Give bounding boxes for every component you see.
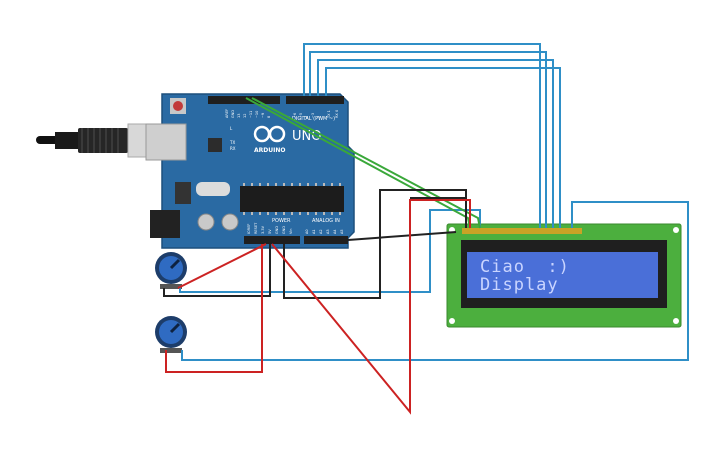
svg-text:~11: ~11 xyxy=(249,111,253,118)
svg-text:~9: ~9 xyxy=(261,113,265,118)
svg-text:12: 12 xyxy=(243,114,247,118)
lcd-pin-header[interactable] xyxy=(462,228,582,234)
rx-led-label: RX xyxy=(230,146,236,151)
svg-text:A1: A1 xyxy=(312,229,316,234)
power-pin-labels: IOREF RESET 3.3V 5V GND GND Vin xyxy=(247,222,293,234)
arduino-uno-board[interactable]: UNO ARDUINO DIGITAL (PWM ~) POWER ANALOG… xyxy=(145,93,355,249)
svg-text:RX 0: RX 0 xyxy=(335,110,339,118)
lcd-16x2-module[interactable]: Ciao :) Display xyxy=(446,223,682,328)
svg-text:RESET: RESET xyxy=(254,222,258,234)
tx-led-label: TX xyxy=(229,140,235,145)
atmega-chip xyxy=(240,186,344,212)
svg-text:~10: ~10 xyxy=(255,111,259,118)
svg-text:~6: ~6 xyxy=(293,113,297,118)
svg-text:AREF: AREF xyxy=(225,109,229,118)
analog-header[interactable] xyxy=(304,236,348,244)
svg-text:A3: A3 xyxy=(326,229,330,234)
svg-text:GND: GND xyxy=(231,110,235,118)
svg-text:8: 8 xyxy=(267,116,271,118)
svg-text:~5: ~5 xyxy=(299,113,303,118)
lcd-line-1: Ciao :) xyxy=(480,257,570,277)
svg-text:A5: A5 xyxy=(340,229,344,234)
lcd-screen xyxy=(467,252,658,298)
digital-label: DIGITAL (PWM ~) xyxy=(292,116,335,122)
svg-text:A4: A4 xyxy=(333,229,337,234)
l-led-label: L xyxy=(230,126,233,131)
svg-text:GND: GND xyxy=(282,226,286,234)
svg-text:IOREF: IOREF xyxy=(247,224,251,234)
svg-text:Vin: Vin xyxy=(289,228,293,234)
analog-pin-labels: A0 A1 A2 A3 A4 A5 xyxy=(305,229,344,234)
board-brand: ARDUINO xyxy=(254,147,285,154)
svg-text:3.3V: 3.3V xyxy=(261,225,265,234)
svg-text:A0: A0 xyxy=(305,229,309,234)
svg-text:GND: GND xyxy=(275,226,279,234)
potentiometer-1[interactable] xyxy=(155,252,187,289)
power-header[interactable] xyxy=(244,236,300,244)
board-model: UNO xyxy=(292,129,321,144)
svg-text:4: 4 xyxy=(305,115,309,118)
potentiometer-2[interactable] xyxy=(155,316,187,353)
arduino-logo xyxy=(253,125,286,143)
digital-header[interactable] xyxy=(208,96,280,104)
svg-text:A2: A2 xyxy=(319,229,323,234)
power-jack xyxy=(150,210,180,238)
analog-label: ANALOG IN xyxy=(312,218,340,224)
svg-text:13: 13 xyxy=(237,114,241,118)
svg-text:5V: 5V xyxy=(268,229,272,234)
power-label: POWER xyxy=(272,218,291,224)
wires-blue-data[interactable] xyxy=(179,43,689,361)
digital-pin-labels: AREF GND 13 12 ~11 ~10 ~9 8 7 ~6 ~5 4 ~3… xyxy=(225,109,339,119)
wires-red-5v[interactable] xyxy=(165,199,471,415)
svg-text:~3: ~3 xyxy=(311,113,315,118)
svg-text:2: 2 xyxy=(317,116,321,118)
svg-text:TX 1: TX 1 xyxy=(327,110,331,119)
wires-black-ground[interactable] xyxy=(163,189,467,299)
lcd-line-2: Display xyxy=(480,275,559,295)
